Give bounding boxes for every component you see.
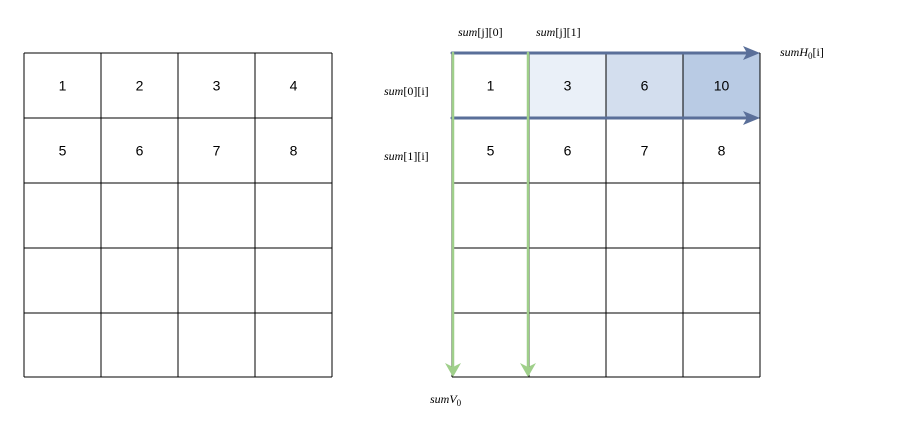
col1-label: sum[j][1] [536, 25, 581, 39]
prefix-cell-fill [606, 53, 683, 118]
right-cell: 1 [487, 78, 495, 94]
horizontal-arrows [450, 46, 760, 125]
left-cell: 6 [136, 143, 144, 159]
labels: sum[j][0] sum[j][1] sum[0][i] sum[1][i] … [384, 25, 824, 408]
row0-label: sum[0][i] [384, 84, 429, 98]
vertical-arrows [445, 51, 536, 377]
sum-v-label: sumV0 [430, 392, 462, 408]
left-cell: 2 [136, 78, 144, 94]
prefix-cell-fill [529, 53, 606, 118]
prefix-cell-fill [683, 53, 760, 118]
prefix-cell-fill [452, 53, 529, 118]
right-grid: 1 3 6 10 5 6 7 8 [451, 52, 761, 378]
left-grid-values: 1 2 3 4 5 6 7 8 [59, 78, 298, 159]
left-cell: 3 [213, 78, 221, 94]
left-grid: 1 2 3 4 5 6 7 8 [23, 52, 333, 378]
right-cell: 6 [564, 143, 572, 159]
right-cell: 7 [641, 143, 649, 159]
right-cell: 8 [718, 143, 726, 159]
left-cell: 5 [59, 143, 67, 159]
arrow-head-icon [520, 363, 536, 377]
right-grid-values: 1 3 6 10 5 6 7 8 [487, 78, 730, 159]
col0-label: sum[j][0] [458, 25, 503, 39]
right-cell: 10 [714, 78, 730, 94]
arrow-head-icon [743, 111, 760, 125]
right-cell: 5 [487, 143, 495, 159]
right-cell: 3 [564, 78, 572, 94]
left-cell: 1 [59, 78, 67, 94]
left-grid-lines [23, 52, 333, 378]
row1-label: sum[1][i] [384, 149, 429, 163]
left-cell: 7 [213, 143, 221, 159]
sum-h-label: sumH0[i] [780, 45, 824, 61]
right-row0-fills [452, 53, 760, 118]
arrow-head-icon [743, 46, 760, 60]
left-cell: 4 [290, 78, 298, 94]
left-cell: 8 [290, 143, 298, 159]
arrow-head-icon [445, 363, 461, 377]
right-cell: 6 [641, 78, 649, 94]
